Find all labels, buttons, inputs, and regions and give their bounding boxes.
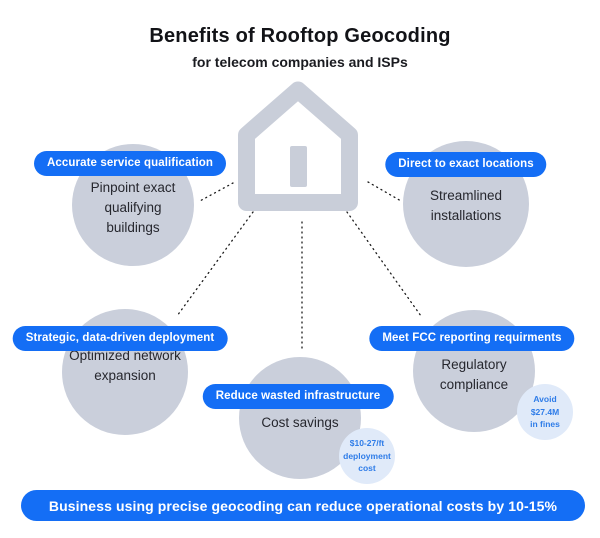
node-label-exact-locations: Direct to exact locations: [385, 152, 547, 177]
node-text: Pinpoint exact qualifying buildings: [91, 178, 176, 238]
node-text-line: expansion: [94, 368, 156, 383]
badge-text-line: $27.4M: [530, 406, 560, 417]
bottom-banner: Business using precise geocoding can red…: [21, 490, 585, 521]
connector-line-top-right: [367, 181, 402, 202]
badge-text-line: Avoid: [533, 394, 557, 405]
node-text-line: Regulatory: [441, 357, 507, 372]
node-text-line: compliance: [439, 377, 509, 392]
node-text-line: installations: [430, 208, 502, 223]
page-title: Benefits of Rooftop Geocoding: [149, 25, 451, 47]
node-label-strategic-deployment: Strategic, data-driven deployment: [12, 326, 228, 351]
node-text-line: qualifying: [104, 200, 162, 215]
house-door: [290, 146, 307, 187]
badge-text: $10-27/ft deployment cost: [343, 437, 391, 475]
badge-text-line: deployment: [343, 450, 391, 461]
node-text-line: Pinpoint exact: [90, 180, 176, 195]
badge-text-line: cost: [358, 463, 376, 474]
house-icon: [238, 81, 358, 211]
badge-text-line: in fines: [530, 419, 560, 430]
node-text-line: buildings: [106, 220, 160, 235]
badge-text-line: $10-27/ft: [349, 438, 385, 449]
connector-line-top-left: [197, 182, 234, 203]
node-text-line: Streamlined: [429, 188, 503, 203]
page-subtitle: for telecom companies and ISPs: [192, 54, 408, 70]
node-text: Cost savings: [261, 413, 338, 433]
node-text: Optimized network expansion: [69, 346, 181, 386]
connector-line-mid-left: [176, 211, 254, 317]
node-text-line: Cost savings: [261, 415, 339, 430]
node-text-line: Optimized network: [69, 348, 181, 363]
node-label-accurate-service: Accurate service qualification: [34, 151, 226, 176]
badge-avoid-fines: Avoid $27.4M in fines: [517, 384, 573, 440]
badge-deployment-cost: $10-27/ft deployment cost: [339, 428, 395, 484]
node-text: Streamlined installations: [430, 186, 502, 226]
node-label-fcc-reporting: Meet FCC reporting requirments: [369, 326, 575, 351]
node-label-reduce-infrastructure: Reduce wasted infrastructure: [202, 384, 394, 409]
badge-text: Avoid $27.4M in fines: [530, 393, 560, 431]
connector-line-right: [346, 211, 422, 317]
node-text: Regulatory compliance: [440, 355, 508, 395]
